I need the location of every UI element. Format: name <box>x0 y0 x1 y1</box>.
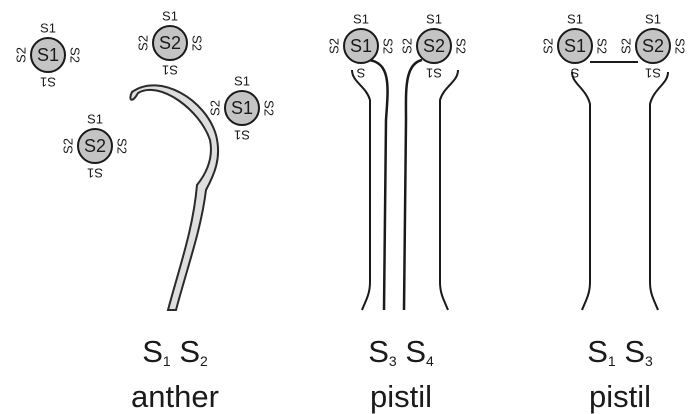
pistil-outline-left <box>352 70 370 310</box>
genotype-line: S3 S4 <box>368 334 434 369</box>
caption-label: pistil <box>336 379 466 414</box>
caption-label: anther <box>115 379 235 414</box>
grain-center-allele: S2 <box>642 36 664 56</box>
grain-bottom-allele: S1 <box>234 128 250 143</box>
grain-bottom-allele: S1 <box>40 75 56 90</box>
grain-center-allele: S1 <box>37 45 59 65</box>
grain-top-allele: S1 <box>645 12 661 27</box>
grain-center-allele: S2 <box>84 136 106 156</box>
grain-top-allele: S1 <box>40 21 56 36</box>
grain-bottom-allele: S <box>570 66 579 81</box>
genotype-line: S1 S2 <box>142 334 208 369</box>
grain-top-allele: S1 <box>87 112 103 127</box>
anther-panel <box>130 85 218 310</box>
caption-anther: S1 S2 anther <box>115 334 235 414</box>
pollen-tube-right <box>404 60 422 310</box>
grain-right-allele: S2 <box>454 38 469 54</box>
pistil-panel-s1s3 <box>572 62 668 310</box>
grain-center-allele: S2 <box>423 36 445 56</box>
pistil-outline-right <box>440 70 458 310</box>
grain-left-allele: S2 <box>136 35 151 51</box>
pistil-outline-right <box>650 72 668 310</box>
genotype-line: S1 S3 <box>587 334 653 369</box>
caption-pistil-s3s4: S3 S4 pistil <box>336 334 466 414</box>
pistil-outline-left <box>572 72 590 310</box>
caption-label: pistil <box>555 379 685 414</box>
grain-center-allele: S2 <box>159 33 181 53</box>
grain-left-allele: S2 <box>541 38 556 54</box>
grain-right-allele: S2 <box>595 38 610 54</box>
grain-left-allele: S2 <box>619 38 634 54</box>
caption-pistil-s1s3: S1 S3 pistil <box>555 334 685 414</box>
grain-right-allele: S2 <box>381 38 396 54</box>
grain-bottom-allele: S <box>356 66 365 81</box>
pollen-tube <box>130 85 218 310</box>
grain-center-allele: S1 <box>350 36 372 56</box>
grain-left-allele: S2 <box>400 38 415 54</box>
grain-right-allele: S2 <box>190 35 205 51</box>
grain-top-allele: S1 <box>353 12 369 27</box>
grain-right-allele: S2 <box>262 100 277 116</box>
grain-left-allele: S2 <box>14 47 29 63</box>
grain-right-allele: S2 <box>673 38 688 54</box>
pistil-panel-s3s4 <box>352 60 458 310</box>
grain-top-allele: S1 <box>162 9 178 24</box>
grain-bottom-allele: S1 <box>426 66 442 81</box>
grain-top-allele: S1 <box>426 12 442 27</box>
grain-center-allele: S1 <box>231 98 253 118</box>
grain-left-allele: S2 <box>208 100 223 116</box>
grain-bottom-allele: S1 <box>87 166 103 181</box>
grain-left-allele: S2 <box>327 38 342 54</box>
grain-center-allele: S1 <box>564 36 586 56</box>
grain-left-allele: S2 <box>61 138 76 154</box>
grain-bottom-allele: S1 <box>162 63 178 78</box>
grain-top-allele: S1 <box>234 74 250 89</box>
grain-right-allele: S2 <box>68 47 83 63</box>
grain-top-allele: S1 <box>567 12 583 27</box>
grain-bottom-allele: S1 <box>645 66 661 81</box>
grain-right-allele: S2 <box>115 138 130 154</box>
